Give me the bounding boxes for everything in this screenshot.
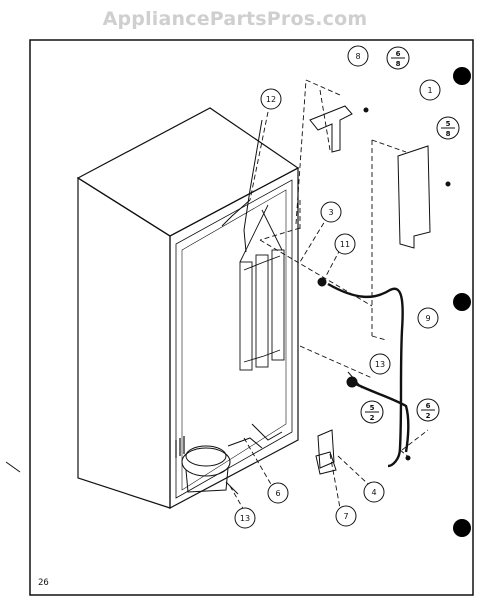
callout-8-label: 8: [355, 52, 360, 61]
refrigerator-cabinet: [76, 107, 300, 509]
callout-4: [363, 481, 385, 503]
fraction-5-8-bottom: 8: [446, 130, 451, 138]
callout-13-upper-label: 13: [375, 360, 385, 369]
callout-6-label: 6: [275, 489, 280, 498]
fraction-5-8: [436, 116, 460, 140]
condenser-assembly: [239, 204, 285, 371]
callout-6: [267, 482, 289, 504]
connector-nodes: [317, 107, 451, 461]
bracket-part-7: [315, 451, 337, 475]
callout-11-label: 11: [340, 240, 350, 249]
callout-9: [417, 307, 439, 329]
callout-4-label: 4: [371, 488, 376, 497]
fraction-6-8-top: 6: [396, 50, 401, 58]
callout-3-label: 3: [328, 208, 333, 217]
callout-7-label: 7: [343, 512, 348, 521]
callout-7: [335, 505, 357, 527]
cover-panel-part-1: [397, 145, 431, 249]
screw-part-13: [225, 371, 363, 495]
drain-tube: [221, 119, 263, 253]
callout-8: [347, 45, 369, 67]
callouts: [234, 45, 460, 529]
callout-11: [334, 233, 356, 255]
power-cord-part-9: [327, 282, 410, 468]
corner-mark: [5, 461, 21, 473]
fraction-5-2-top: 5: [370, 404, 375, 412]
fraction-6-8-bottom: 8: [396, 60, 401, 68]
bracket-part-8: [309, 105, 353, 153]
shim-part-4: [317, 429, 335, 469]
callout-13-lower: [234, 507, 256, 529]
page-number: 26: [38, 578, 49, 588]
binder-hole-bottom: [453, 519, 471, 537]
fraction-6-2: [416, 398, 440, 422]
binder-holes: [453, 67, 471, 537]
leader-lines: [229, 79, 429, 513]
callout-12: [260, 88, 282, 110]
fraction-5-8-top: 5: [446, 120, 451, 128]
fraction-6-8: [386, 46, 410, 70]
callout-12-label: 12: [266, 95, 276, 104]
callout-13-lower-label: 13: [240, 514, 250, 523]
callout-3: [320, 201, 342, 223]
callout-9-label: 9: [425, 314, 430, 323]
binder-hole-middle: [453, 293, 471, 311]
watermark: AppliancePartsPros.com: [102, 8, 368, 30]
fraction-6-2-top: 6: [426, 402, 431, 410]
compressor: [181, 423, 283, 493]
page-border: [29, 39, 474, 596]
fraction-6-2-bottom: 2: [426, 412, 431, 420]
callout-13-upper: [369, 353, 391, 375]
callout-1-label: 1: [427, 86, 432, 95]
fraction-5-2: [360, 400, 384, 424]
binder-hole-top: [453, 67, 471, 85]
callout-1: [419, 79, 441, 101]
fraction-5-2-bottom: 2: [370, 414, 375, 422]
